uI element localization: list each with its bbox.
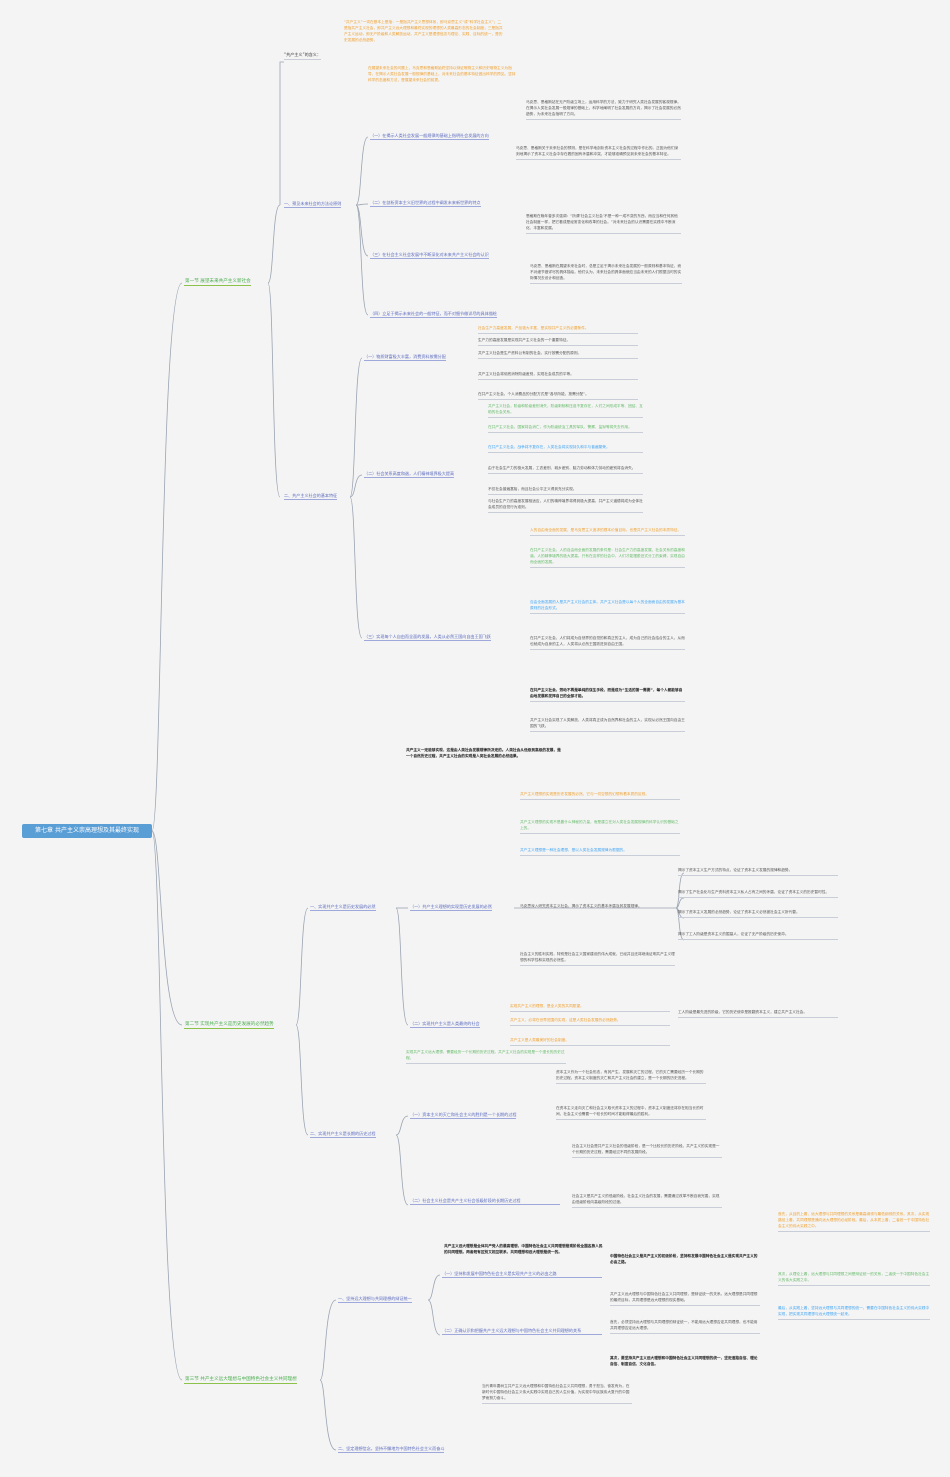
s3-right-3: 最后，从实践上看，坚持远大理想与共同理想的统一，需要在中国特色社会主义的伟大实践… bbox=[778, 1306, 930, 1320]
sub-1b[interactable]: 二、共产主义社会的基本特征 bbox=[284, 493, 338, 500]
sub-1b1[interactable]: （一）物质财富极大丰富，消费资料按需分配 bbox=[364, 354, 446, 361]
b1-text-2: 在资本主义走向灭亡和社会主义取代资本主义的过程中，资本主义制度还将存在相当长的时… bbox=[556, 1106, 706, 1120]
a2-item-2: 共产主义，必将在世界范围内实现，这是人类社会发展的必然趋势。 bbox=[510, 1018, 670, 1026]
b3-item-4: 在共产主义社会，人们将成为自然界的自觉的和真正的主人，成为自己的社会结合的主人，… bbox=[530, 636, 685, 650]
b1-item-5: 在共产主义社会，个人消费品的分配方式是“各尽所能，按需分配”。 bbox=[478, 392, 638, 400]
a1-right-4: 揭示了工人阶级是资本主义的掘墓人，论证了无产阶级的历史使命。 bbox=[678, 932, 838, 940]
sub-2b1[interactable]: （一）资本主义的灭亡和社会主义的胜利是一个长期的过程 bbox=[410, 1112, 517, 1119]
b2-text-2: 社会主义是共产主义的低级阶段。社会主义社会的发展，需要通过改革不断自我完善，实现… bbox=[572, 1194, 722, 1208]
sub-2a2[interactable]: （二）实现共产主义是人类最终的社会 bbox=[410, 1021, 480, 1028]
s3-intro: 共产主义远大理想是全体共产党人的最高理想，中国特色社会主义共同理想是现阶段全国各… bbox=[444, 1244, 603, 1254]
point-1a4: 马克思、恩格斯在展望未来社会时，总是立足于揭示未来社会发展的一般原则和基本特征，… bbox=[530, 264, 682, 284]
sub-2b[interactable]: 二、实现共产主义是长期的历史过程 bbox=[310, 1131, 376, 1138]
a1-right-3: 揭示了资本主义发展的必然趋势，论证了资本主义必然被社会主义所代替。 bbox=[678, 910, 838, 918]
s3a2-text-2: 首先，必须坚持远大理想与共同理想的辩证统一，不能用远大理想否定共同理想，也不能用… bbox=[610, 1320, 760, 1334]
a1-right-1: 揭示了资本主义生产方式的特点，论证了资本主义发展的规律和趋势。 bbox=[678, 868, 838, 876]
method-intro: 在展望未来社会的问题上，马克思和恩格斯始终坚持以辩证唯物主义和历史唯物主义为指导… bbox=[368, 66, 516, 82]
b1-item-2: 生产力的高度发展是实现共产主义社会的一个重要特征。 bbox=[478, 338, 638, 346]
s3a1-text: 中国特色社会主义是共产主义的初级阶段，坚持和发展中国特色社会主义是实现共产主义的… bbox=[610, 1254, 758, 1264]
b3-item-1: 人的自由而全面的发展，是马克思主义追求的根本价值目标，也是共产主义社会的本质特征… bbox=[530, 528, 685, 536]
sub-1b2[interactable]: （二）社会关系高度和谐，人们精神境界极大提高 bbox=[364, 471, 455, 478]
b2-item-5: 不仅社会普遍富裕，而且社会公平正义得到充分实现。 bbox=[488, 487, 643, 495]
sub-2a[interactable]: 一、实现共产主义是历史发展的必然 bbox=[310, 904, 376, 911]
sub-1a4[interactable]: （四）立足于揭示未来社会的一般特征，而不对细节做详尽的具体描绘 bbox=[370, 311, 497, 318]
s3-right-1: 首先，从目的上看，远大理想与共同理想的关系是最高纲领与最低纲领的关系。其次，从实… bbox=[778, 1212, 930, 1232]
b1-item-3: 共产主义社会是生产资料公有制的社会，实行按需分配的原则。 bbox=[478, 351, 638, 359]
sub-3b[interactable]: 二、坚定理想信念，坚持不懈地为中国特色社会主义而奋斗 bbox=[338, 1446, 445, 1453]
b3-item-6: 共产主义社会实现了人类解放，人类将真正成为自然界和社会的主人，实现从必然王国向自… bbox=[530, 718, 685, 732]
a2-right: 工人阶级是最先进的阶级，它的历史使命是推翻资本主义，建立共产主义社会。 bbox=[678, 1010, 838, 1018]
sub-3a1[interactable]: （一）坚持和发展中国特色社会主义是实现共产主义的必由之路 bbox=[442, 1271, 602, 1278]
a2-item-1: 实现共产主义的理想，是全人类的共同愿望。 bbox=[510, 1004, 670, 1012]
a1-item-3: 共产主义理想是一种社会理想，是以人类社会发展规律为根据的。 bbox=[520, 848, 680, 856]
b3-item-5: 在共产主义社会，劳动不再是单纯的谋生手段，而是成为“生活的第一需要”，每个人都能… bbox=[530, 688, 685, 702]
sub-2b2[interactable]: （二）社会主义社会是共产主义社会低级阶段的长期历史过程 bbox=[410, 1198, 560, 1205]
a1-item-2: 共产主义理想的实现不是靠什么神秘的力量，而是建立在对人类社会发展规律的科学认识的… bbox=[520, 820, 680, 834]
sub-1a1[interactable]: （一）在揭示人类社会发展一般规律的基础上指明社会发展的方向 bbox=[370, 133, 489, 140]
section-3-title[interactable]: 第三节 共产主义远大理想与中国特色社会主义共同理想 bbox=[184, 1377, 297, 1384]
section-1-title[interactable]: 第一节 展望未来共产主义新社会 bbox=[184, 279, 251, 286]
s3a2-text-3: 其次，要坚持共产主义远大理想和中国特色社会主义共同理想的统一，坚定道路自信、理论… bbox=[610, 1356, 758, 1366]
sub-3a[interactable]: 一、坚持远大理想与共同理想的辩证统一 bbox=[338, 1296, 412, 1303]
b2-item-2: 在共产主义社会，国家将会消亡，作为阶级统治工具的军队、警察、监狱等将失去作用。 bbox=[488, 425, 643, 433]
b1-item-4: 共产主义社会将彻底消除阶级差别，实现社会成员的平等。 bbox=[478, 372, 638, 380]
point-1a1: 马克思、恩格斯站在无产阶级立场上，运用科学的方法，致力于研究人类社会发展的客观规… bbox=[526, 100, 681, 120]
s3-right-2: 其次，从理论上看，远大理想与共同理想之间是辩证统一的关系，二者统一于中国特色社会… bbox=[778, 1272, 930, 1286]
b3-item-3: 自由全面发展的人是共产主义社会的主体。共产主义社会是以每个人的全面而自由的发展为… bbox=[530, 600, 685, 614]
definition-text: “共产主义”一词在基本上是指：一是指共产主义思想体系，即马克思主义“或”科学社会… bbox=[344, 20, 503, 42]
definition-label: “共产主义”的含义： bbox=[284, 52, 321, 61]
b1-item-1: 社会生产力高度发展，产品极大丰富，是实现共产主义的必要条件。 bbox=[478, 326, 638, 334]
sub-3a2[interactable]: （二）正确认识和把握共产主义远大理想与中国特色社会主义共同理想的关系 bbox=[442, 1328, 602, 1335]
point-1a3: 恩格斯在晚年曾多次强调：“所谓‘社会主义社会’不是一种一成不变的东西，而应当和任… bbox=[526, 214, 681, 234]
b3-item-2: 在共产主义社会，人的自由而全面的发展的条件是：社会生产力的高度发展，社会关系的高… bbox=[530, 548, 685, 568]
s3a2-text: 共产主义远大理想与中国特色社会主义共同理想，是辩证统一的关系。远大理想是共同理想… bbox=[610, 1292, 760, 1306]
a1-science: 马克思深入研究资本主义社会，揭示了资本主义的基本矛盾及其发展规律。 bbox=[520, 904, 642, 908]
sub-1a3[interactable]: （三）在社会主义社会发展中不断深化对未来共产主义社会的认识 bbox=[370, 252, 489, 259]
a1-text: 社会主义的胜利实践，特别是社会主义国家建设的伟大成就，已经并且还将继续证明共产主… bbox=[520, 952, 675, 966]
b2-item-4: 由于社会生产力的极大发展，工农差别、城乡差别、脑力劳动和体力劳动的差别将会消失。 bbox=[488, 466, 643, 474]
s3b-text: 当代青年要树立共产主义远大理想和中国特色社会主义共同理想，勇于担当、奋发有为，在… bbox=[482, 1384, 632, 1404]
b2-item-1: 共产主义社会，阶级和阶级差别消失，阶级剥削和压迫不复存在，人们之间形成平等、团结… bbox=[488, 404, 643, 418]
b2-item-3: 在共产主义社会，战争将不复存在，人类社会将实现持久和平与普遍繁荣。 bbox=[488, 445, 643, 453]
a2-item-3: 共产主义是人类最美好的社会制度。 bbox=[510, 1038, 670, 1046]
b1-text: 资本主义作为一个社会形态，有其产生、发展和灭亡的过程，它的灭亡需要经历一个长期的… bbox=[556, 1070, 706, 1084]
a1-item-1: 共产主义理想的实现是历史发展的必然，它与一切空想的幻想有着本质的区别。 bbox=[520, 792, 680, 800]
a1-right-2: 揭示了生产社会化与生产资料资本主义私人占有之间的矛盾，论证了资本主义的历史暂时性… bbox=[678, 890, 838, 898]
sub-2a1[interactable]: （一）共产主义理想的实现是历史发展的必然 bbox=[410, 904, 492, 911]
b-intro: 实现共产主义远大理想，需要经历一个长期的历史过程。共产主义社会的实现是一个漫长的… bbox=[406, 1050, 566, 1064]
b2-text: 社会主义社会是共产主义社会的低级阶段，是一个比较长的历史阶段。共产主义的实现是一… bbox=[572, 1144, 722, 1158]
sub-1a2[interactable]: （二）在剖析资本主义旧世界的过程中阐发未来新世界的特点 bbox=[370, 200, 481, 207]
history-intro: 共产主义一定能够实现，这是由人类社会发展规律所决定的。人类社会从低级到高级的发展… bbox=[406, 748, 561, 758]
sub-1b3[interactable]: （三）实现每个人自由而全面的发展，人类从必然王国向自由王国飞跃 bbox=[364, 634, 491, 641]
sub-1a[interactable]: 一、预见未来社会的方法论原则 bbox=[284, 201, 342, 208]
root-topic[interactable]: 第七章 共产主义崇高理想及其最终实现 bbox=[22, 824, 152, 838]
b2-item-6: 与社会生产力的高度发展相适应，人们的精神境界将得到极大提高，共产主义道德将成为全… bbox=[488, 499, 643, 513]
point-1a2: 马克思、恩格斯关于未来社会的预测，是在科学地剖析资本主义社会的过程中作出的。正因… bbox=[516, 146, 681, 160]
section-2-title[interactable]: 第二节 实现共产主义是历史发展的必然趋势 bbox=[184, 1022, 274, 1029]
